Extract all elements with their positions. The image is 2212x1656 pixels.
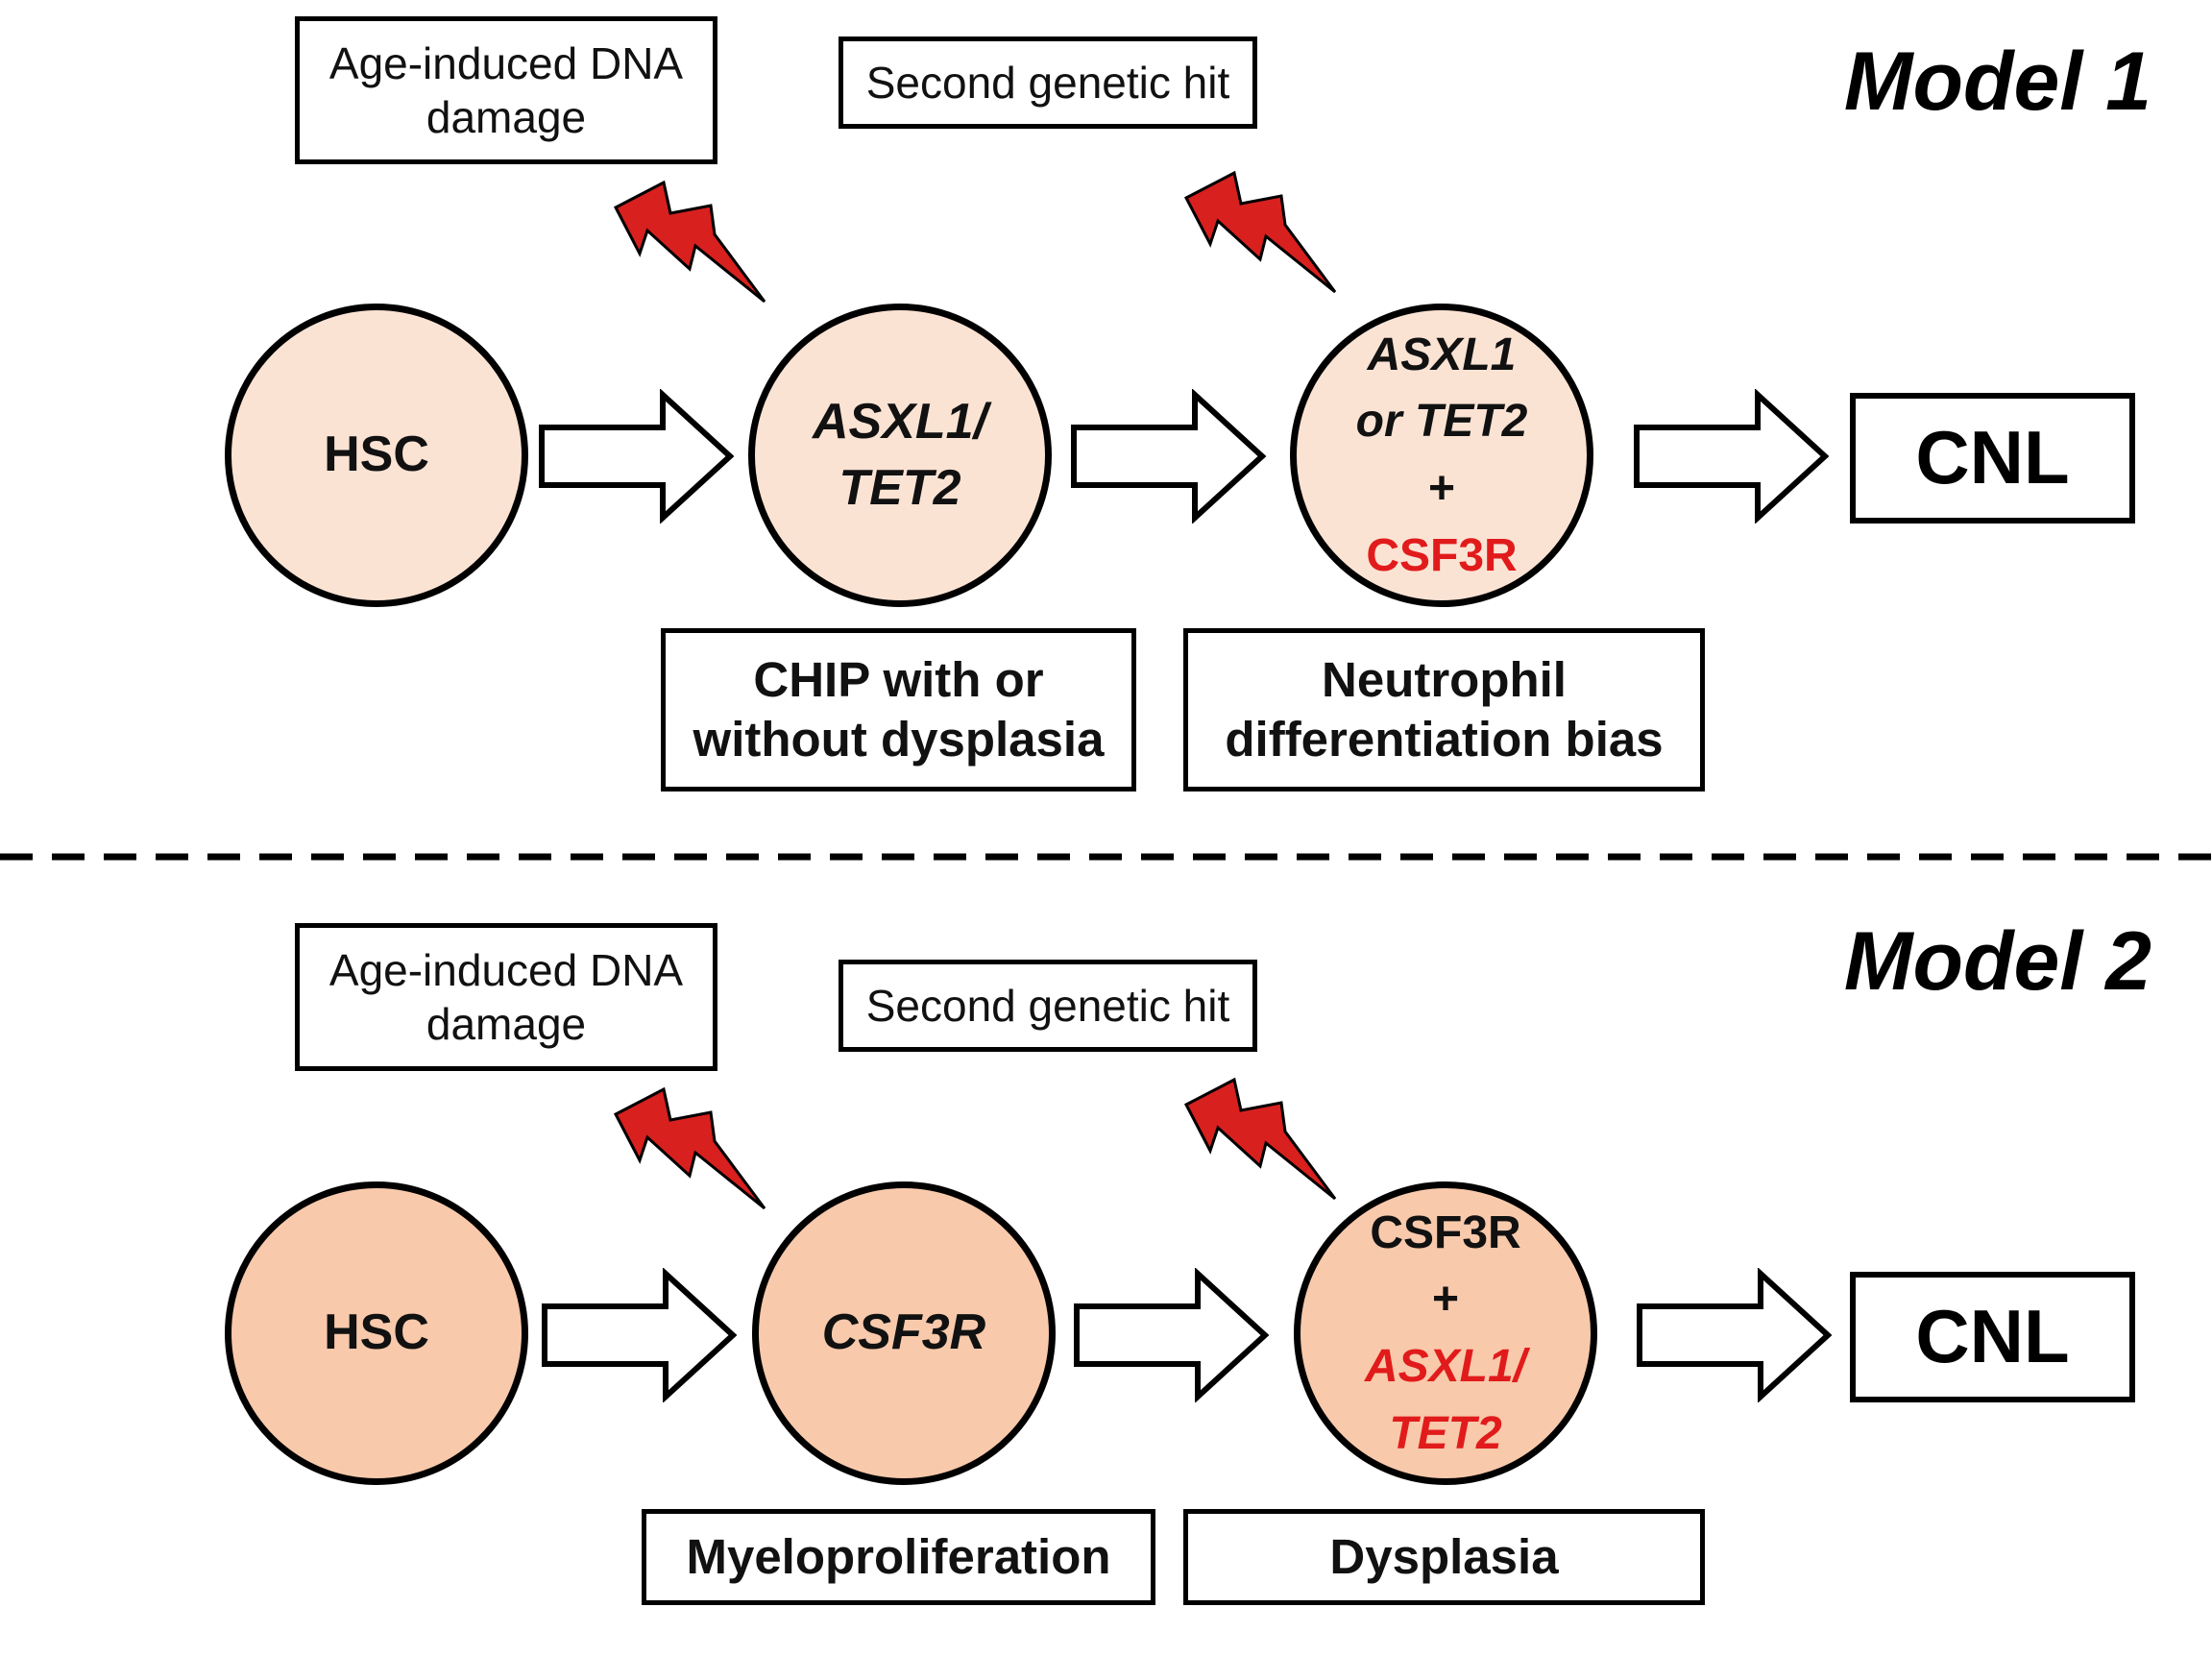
second-genetic-hit-box: Second genetic hit bbox=[839, 960, 1257, 1052]
trigger-line: Age-induced DNA bbox=[328, 944, 684, 995]
trigger-line: damage bbox=[425, 999, 587, 1049]
right-arrow-icon bbox=[539, 389, 735, 524]
lightning-bolt-icon bbox=[613, 1086, 766, 1210]
lightning-bolt-icon bbox=[1183, 170, 1337, 294]
chip-outcome-box: CHIP with or without dysplasia bbox=[661, 628, 1136, 791]
right-arrow-icon bbox=[1074, 1268, 1270, 1402]
gene-label-highlighted: TET2 bbox=[1389, 1407, 1502, 1459]
csf3r-plus-asxl1-tet2-circle: CSF3R + ASXL1/ TET2 bbox=[1294, 1181, 1597, 1485]
outcome-line: Dysplasia bbox=[1329, 1528, 1559, 1584]
cnl-endpoint-box: CNL bbox=[1850, 393, 2135, 524]
section-divider bbox=[0, 853, 2212, 861]
gene-label: TET2 bbox=[839, 460, 961, 516]
model-2-panel: Model 2 Age-induced DNA damage Second ge… bbox=[0, 907, 2212, 1656]
myeloproliferation-outcome-box: Myeloproliferation bbox=[642, 1509, 1155, 1605]
dysplasia-outcome-box: Dysplasia bbox=[1183, 1509, 1705, 1605]
circle-label: HSC bbox=[324, 426, 429, 483]
lightning-bolt-icon bbox=[613, 180, 766, 304]
outcome-line: differentiation bias bbox=[1225, 712, 1664, 767]
model-1-panel: Model 1 Age-induced DNA damage Second ge… bbox=[0, 0, 2212, 791]
endpoint-label: CNL bbox=[1915, 1294, 2070, 1379]
outcome-line: Myeloproliferation bbox=[686, 1528, 1111, 1584]
gene-label: CSF3R bbox=[821, 1304, 986, 1361]
gene-label: ASXL1 bbox=[1367, 329, 1517, 380]
neutrophil-bias-outcome-box: Neutrophil differentiation bias bbox=[1183, 628, 1705, 791]
gene-label-highlighted: ASXL1/ bbox=[1364, 1341, 1527, 1392]
hsc-circle: HSC bbox=[225, 1181, 528, 1485]
csf3r-circle: CSF3R bbox=[752, 1181, 1056, 1485]
cnl-endpoint-box: CNL bbox=[1850, 1272, 2135, 1402]
model-title: Model 2 bbox=[1843, 915, 2151, 1008]
gene-label: CSF3R bbox=[1370, 1206, 1521, 1258]
cnl-models-diagram: Model 1 Age-induced DNA damage Second ge… bbox=[0, 0, 2212, 1605]
plus-sign: + bbox=[1427, 463, 1456, 514]
trigger-line: damage bbox=[425, 92, 587, 142]
second-genetic-hit-box: Second genetic hit bbox=[839, 37, 1257, 129]
right-arrow-icon bbox=[542, 1268, 738, 1402]
plus-sign: + bbox=[1431, 1274, 1460, 1326]
trigger-line: Second genetic hit bbox=[865, 57, 1230, 108]
right-arrow-icon bbox=[1071, 389, 1267, 524]
gene-label: or TET2 bbox=[1355, 396, 1528, 448]
trigger-line: Age-induced DNA bbox=[328, 37, 684, 88]
gene-label: ASXL1/ bbox=[812, 393, 988, 450]
trigger-line: Second genetic hit bbox=[865, 980, 1230, 1031]
asxl1-or-tet2-plus-csf3r-circle: ASXL1 or TET2 + CSF3R bbox=[1290, 304, 1593, 607]
right-arrow-icon bbox=[1637, 1268, 1833, 1402]
gene-label-highlighted: CSF3R bbox=[1366, 529, 1518, 581]
age-dna-damage-box: Age-induced DNA damage bbox=[295, 16, 717, 164]
outcome-line: without dysplasia bbox=[693, 712, 1105, 767]
endpoint-label: CNL bbox=[1915, 415, 2070, 500]
asxl1-tet2-circle: ASXL1/ TET2 bbox=[748, 304, 1052, 607]
circle-label: HSC bbox=[324, 1304, 429, 1361]
right-arrow-icon bbox=[1634, 389, 1830, 524]
lightning-bolt-icon bbox=[1183, 1077, 1337, 1201]
age-dna-damage-box: Age-induced DNA damage bbox=[295, 923, 717, 1071]
outcome-line: CHIP with or bbox=[753, 651, 1044, 707]
hsc-circle: HSC bbox=[225, 304, 528, 607]
model-title: Model 1 bbox=[1843, 36, 2151, 128]
outcome-line: Neutrophil bbox=[1322, 651, 1567, 707]
